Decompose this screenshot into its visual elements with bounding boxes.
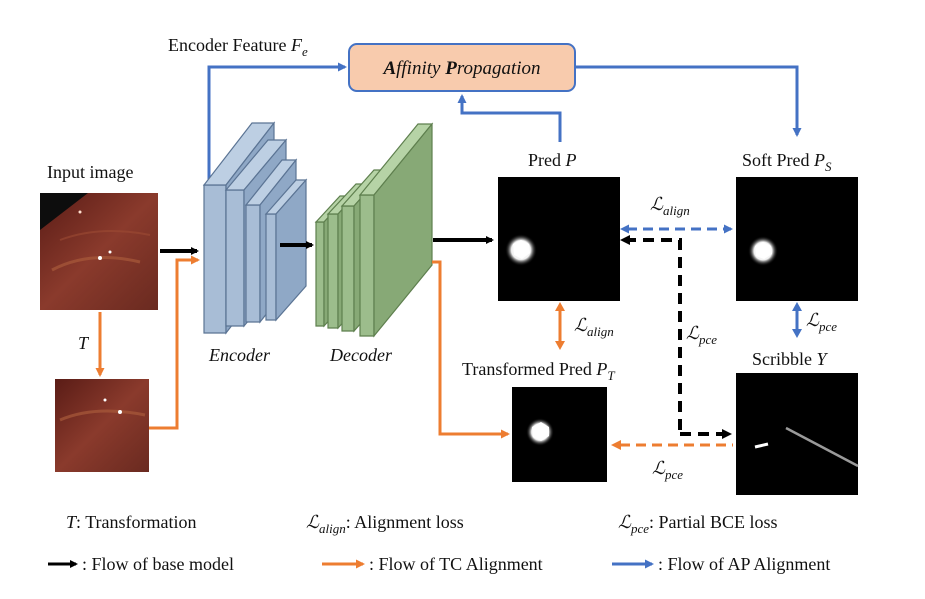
black-dashed-pce-arrow <box>630 238 682 430</box>
blue-dashed-align-arrowhead-left <box>620 224 629 234</box>
transformed-pred-image <box>512 387 607 482</box>
legend-blue-text: : Flow of AP Alignment <box>658 554 830 574</box>
legend-alignment-loss: ℒalign: Alignment loss <box>306 512 464 536</box>
transformed-input-image <box>55 379 149 472</box>
legend-partial-bce-loss: ℒpce: Partial BCE loss <box>618 512 778 536</box>
soft-pred-image <box>736 177 858 301</box>
blue-pce-arrowhead-up <box>792 302 802 311</box>
input-image-label: Input image <box>47 162 133 182</box>
black-dashed-arrowhead-right <box>722 429 732 439</box>
blue-pce-arrowhead-down <box>792 329 802 338</box>
pred-image <box>498 177 620 301</box>
blue-flow-pred-to-ap <box>457 94 562 142</box>
encoder-feature-label: Encoder Feature Fe <box>168 35 308 59</box>
scribble-label: Scribble Y <box>752 349 829 369</box>
affinity-propagation-label: Affinity Propagation <box>382 58 540 79</box>
loss-align-middle: ℒalign <box>574 315 614 339</box>
black-dashed-arrowhead-left <box>620 235 630 245</box>
soft-pred-label: Soft Pred PS <box>742 150 832 174</box>
loss-pce-middle: ℒpce <box>686 323 717 347</box>
scribble-image <box>736 373 859 495</box>
decoder-label: Decoder <box>329 345 393 365</box>
pred-label: Pred P <box>528 150 577 170</box>
blue-flow-encoder-to-ap <box>207 62 347 188</box>
legend-black-text: : Flow of base model <box>82 554 234 574</box>
blue-flow-ap-to-softpred <box>575 65 802 137</box>
orange-align-arrowhead-down <box>555 341 565 350</box>
loss-pce-right: ℒpce <box>806 310 837 334</box>
loss-pce-bottom: ℒpce <box>652 458 683 482</box>
input-image <box>40 193 158 310</box>
orange-dashed-arrowhead <box>611 440 621 450</box>
transformation-label: T <box>78 333 90 353</box>
orange-flow-transformed-to-encoder <box>149 255 200 430</box>
encoder-label: Encoder <box>208 345 271 365</box>
legend-orange-text: : Flow of TC Alignment <box>369 554 543 574</box>
decoder-block <box>314 122 434 338</box>
legend-transformation: T: Transformation <box>66 512 197 532</box>
encoder-block <box>202 121 308 335</box>
orange-align-arrowhead-up <box>555 302 565 311</box>
orange-flow-decoder-to-transformed-pred <box>432 260 510 439</box>
loss-align-top: ℒalign <box>650 194 690 218</box>
transformed-pred-label: Transformed Pred PT <box>462 359 615 383</box>
